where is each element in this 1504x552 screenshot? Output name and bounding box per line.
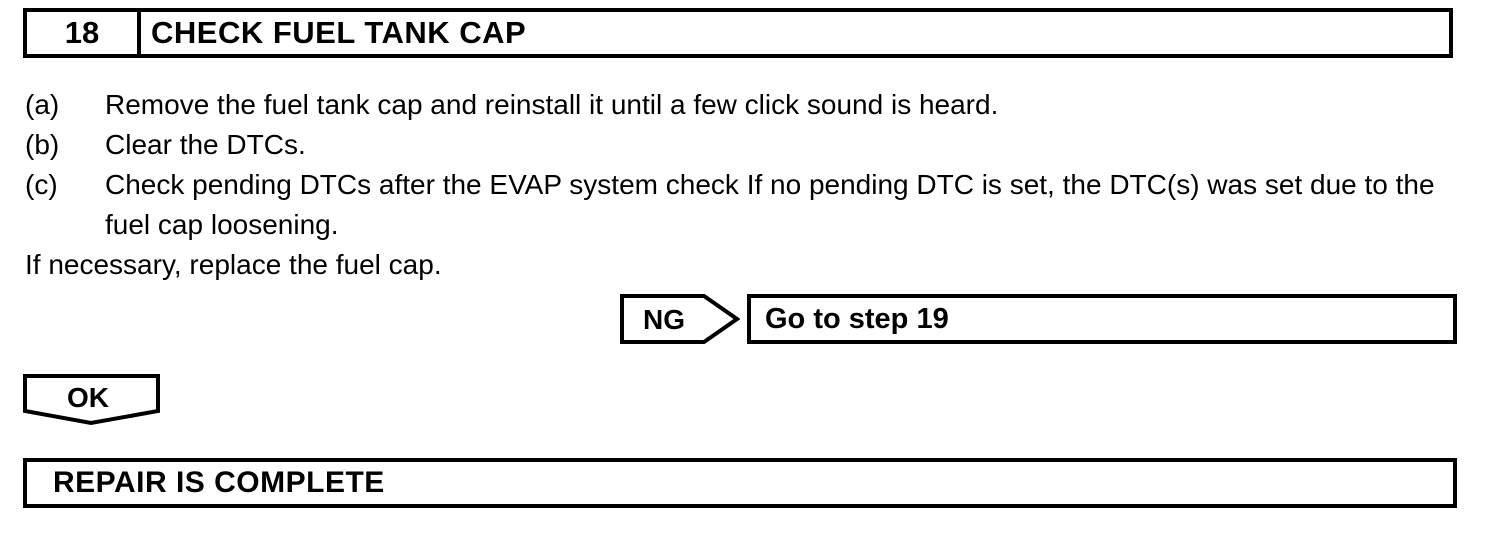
item-label: (a) (25, 89, 60, 120)
item-text: Remove the fuel tank cap and reinstall i… (105, 89, 999, 120)
ok-label: OK (67, 382, 109, 413)
ng-action-box: Go to step 19 (747, 294, 1457, 344)
step-number: 18 (27, 12, 141, 54)
ng-arrow-icon: NG (620, 294, 740, 344)
ng-label: NG (643, 304, 685, 335)
item-label: (c) (25, 169, 58, 200)
procedure-list: (a) Remove the fuel tank cap and reinsta… (25, 85, 1470, 285)
procedure-note: If necessary, replace the fuel cap. (25, 249, 442, 280)
result-text: REPAIR IS COMPLETE (53, 466, 385, 499)
procedure-item: (c) Check pending DTCs after the EVAP sy… (25, 165, 1470, 245)
step-title: CHECK FUEL TANK CAP (151, 15, 527, 50)
ng-action-text: Go to step 19 (765, 302, 949, 335)
item-text: Clear the DTCs. (105, 129, 306, 160)
step-header-box: 18 CHECK FUEL TANK CAP (23, 8, 1453, 58)
procedure-item: (a) Remove the fuel tank cap and reinsta… (25, 85, 1470, 125)
item-label: (b) (25, 129, 60, 160)
item-text: Check pending DTCs after the EVAP system… (105, 169, 1435, 240)
ng-arrow-shape (620, 294, 740, 344)
procedure-item: (b) Clear the DTCs. (25, 125, 1470, 165)
ok-banner-shape (23, 374, 160, 426)
result-box: REPAIR IS COMPLETE (23, 458, 1457, 508)
ok-banner-icon: OK (23, 374, 160, 426)
